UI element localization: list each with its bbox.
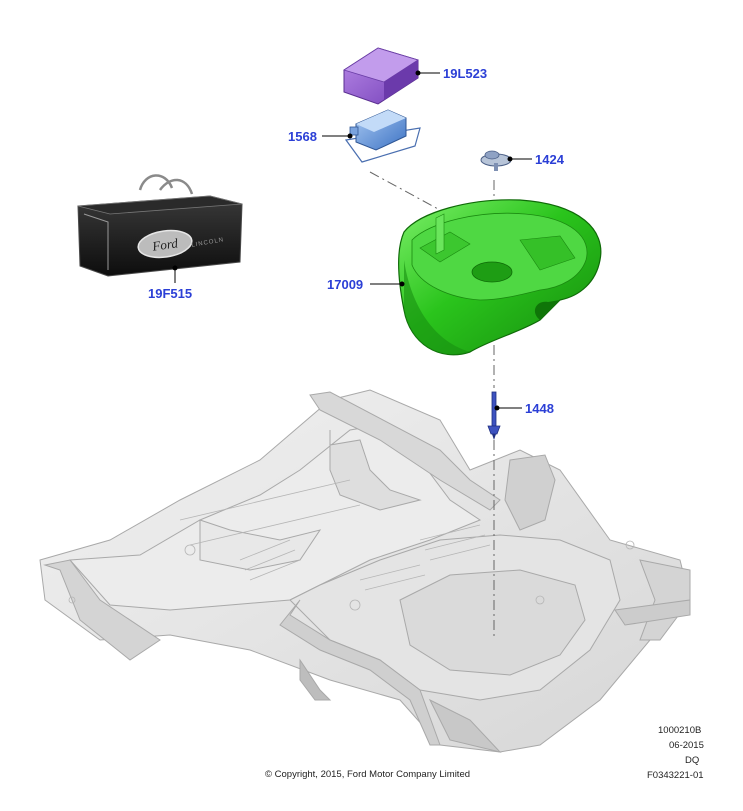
bag-leader-dot xyxy=(172,265,178,271)
tray-retaining-bolt xyxy=(487,391,501,440)
bag-logo-text: Ford xyxy=(150,235,179,254)
tool-storage-bag: Ford LINCOLN xyxy=(77,174,243,277)
callout-bolt: 1448 xyxy=(525,401,554,416)
tire-inflator-compressor xyxy=(344,109,421,163)
reference-dq: DQ xyxy=(685,755,700,766)
callout-compressor: 1568 xyxy=(288,129,317,144)
bolt-leader-dot xyxy=(494,405,500,411)
compressor-leader-dot xyxy=(347,133,353,139)
case-lid-leader-dot xyxy=(415,70,421,76)
bag-brand-text: LINCOLN xyxy=(191,237,225,249)
callout-knob: 1424 xyxy=(535,152,565,167)
figure-id: F0343221-01 xyxy=(647,770,704,781)
callout-bag: 19F515 xyxy=(148,286,192,301)
rear-floor-pan xyxy=(39,389,691,753)
callout-tray: 17009 xyxy=(327,277,363,292)
reference-code: 1000210B xyxy=(658,725,702,736)
tray-leader-dot xyxy=(399,281,405,287)
floor-pan-details xyxy=(68,479,635,611)
knob-leader-dot xyxy=(507,156,513,162)
reference-date: 06-2015 xyxy=(669,740,704,751)
tire-repair-kit-case-lid xyxy=(343,47,419,105)
callout-case-lid: 19L523 xyxy=(443,66,487,81)
copyright-notice: © Copyright, 2015, Ford Motor Company Li… xyxy=(265,769,471,780)
retaining-knob xyxy=(480,150,512,171)
spare-wheel-storage-tray xyxy=(398,199,602,356)
